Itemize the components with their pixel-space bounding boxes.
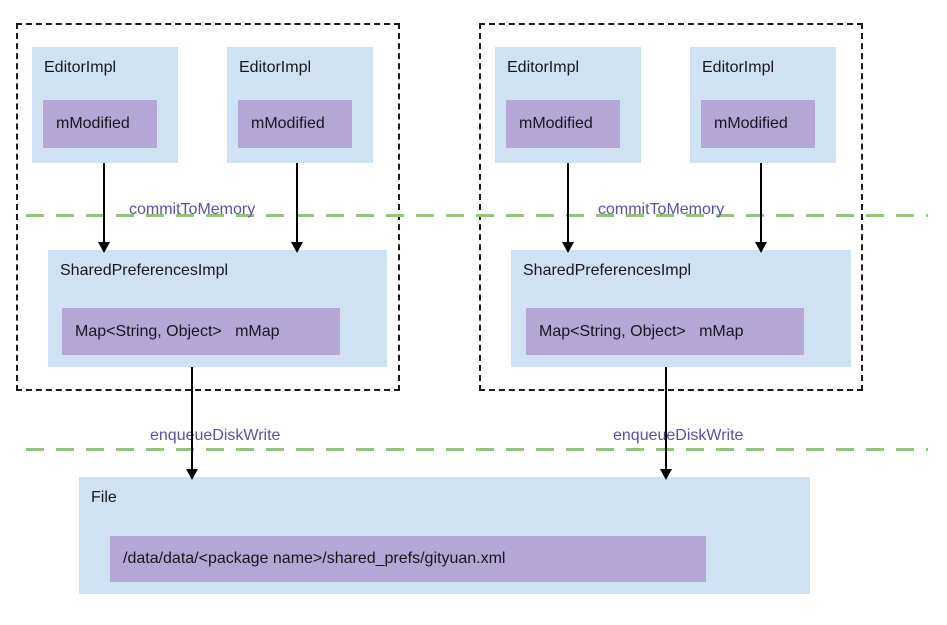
arrow-shaft	[191, 367, 193, 471]
arrow-shaft	[760, 163, 762, 244]
arrow-editor1-to-sharedprefs-right	[562, 163, 575, 253]
editor-title: EditorImpl	[44, 59, 117, 76]
mmodified-field-text: mModified	[714, 115, 788, 132]
arrow-head	[291, 242, 303, 253]
arrow-head	[562, 242, 574, 253]
commit-to-memory-label: commitToMemory	[129, 201, 256, 218]
sharedprefs-title: SharedPreferencesImpl	[523, 262, 692, 279]
arrow-shaft	[665, 367, 667, 471]
mmap-field: Map<String, Object> mMap	[526, 308, 804, 355]
editor-title: EditorImpl	[507, 59, 580, 76]
file-title: File	[91, 489, 117, 506]
editor-box: EditorImpl mModified	[227, 47, 373, 163]
arrow-head	[186, 469, 198, 480]
editor-box: EditorImpl mModified	[690, 47, 836, 163]
enqueue-disk-write-label: enqueueDiskWrite	[150, 427, 281, 444]
mmodified-field: mModified	[238, 100, 352, 148]
arrow-head	[660, 469, 672, 480]
arrow-sharedprefs-left-to-file	[186, 367, 199, 480]
editor-box: EditorImpl mModified	[495, 47, 641, 163]
arrow-shaft	[567, 163, 569, 244]
process-group-left	[16, 23, 400, 391]
mmodified-field: mModified	[506, 100, 620, 148]
memory-boundary-line	[26, 214, 928, 217]
editor-title: EditorImpl	[702, 59, 775, 76]
sharedprefs-box: SharedPreferencesImpl Map<String, Object…	[48, 250, 387, 367]
sharedprefs-title: SharedPreferencesImpl	[60, 262, 229, 279]
file-path-text: /data/data/<package name>/shared_prefs/g…	[123, 550, 506, 567]
enqueue-disk-write-label: enqueueDiskWrite	[613, 427, 744, 444]
arrow-editor2-to-sharedprefs-right	[755, 163, 768, 253]
mmap-field-text: Map<String, Object> mMap	[539, 322, 744, 340]
mmodified-field-text: mModified	[56, 115, 130, 132]
mmodified-field-text: mModified	[251, 115, 325, 132]
editor-title: EditorImpl	[239, 59, 312, 76]
mmodified-field-text: mModified	[519, 115, 593, 132]
arrow-head	[755, 242, 767, 253]
mmap-field-text: Map<String, Object> mMap	[75, 322, 280, 340]
sharedprefs-box: SharedPreferencesImpl Map<String, Object…	[511, 250, 851, 367]
arrow-editor1-to-sharedprefs-left	[98, 163, 111, 253]
file-path-field: /data/data/<package name>/shared_prefs/g…	[110, 536, 706, 582]
mmodified-field: mModified	[701, 100, 815, 148]
mmap-field: Map<String, Object> mMap	[62, 308, 340, 355]
arrow-shaft	[296, 163, 298, 244]
process-group-right	[479, 23, 863, 391]
arrow-sharedprefs-right-to-file	[660, 367, 673, 480]
arrow-shaft	[103, 163, 105, 244]
editor-box: EditorImpl mModified	[32, 47, 178, 163]
disk-boundary-line	[26, 448, 928, 451]
arrow-editor2-to-sharedprefs-left	[291, 163, 304, 253]
arrow-head	[98, 242, 110, 253]
commit-to-memory-label: commitToMemory	[598, 201, 725, 218]
mmodified-field: mModified	[43, 100, 157, 148]
file-box: File /data/data/<package name>/shared_pr…	[79, 477, 810, 594]
